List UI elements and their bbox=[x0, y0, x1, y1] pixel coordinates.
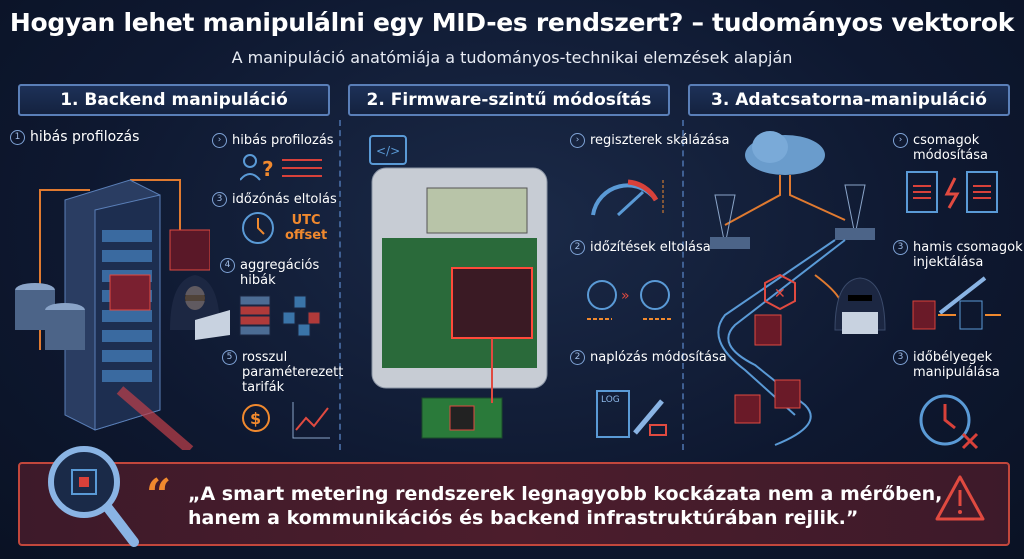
hacker-icon bbox=[834, 277, 886, 334]
item-packet-modification: ›csomagok módosítása bbox=[893, 133, 1024, 163]
quote-box bbox=[18, 462, 1010, 546]
tariff-chart-icon: $ bbox=[242, 402, 330, 439]
clock-icon bbox=[242, 212, 274, 244]
network-channel-illustration: ✕ bbox=[710, 131, 875, 446]
item-backend-profiling: ›hibás profilozás bbox=[212, 133, 334, 148]
smart-meter-illustration: </> bbox=[369, 135, 548, 439]
column-divider bbox=[682, 120, 684, 450]
svg-text:✕: ✕ bbox=[774, 286, 786, 302]
warning-icon bbox=[935, 475, 985, 521]
svg-text:$: $ bbox=[250, 409, 261, 428]
utc-offset-label: UTC offset bbox=[285, 213, 328, 243]
page-subtitle: A manipuláció anatómiája a tudományos-te… bbox=[231, 48, 793, 67]
blocks-icon bbox=[239, 295, 321, 337]
svg-text:</>: </> bbox=[376, 144, 400, 158]
svg-text:?: ? bbox=[262, 157, 274, 181]
section-heading-firmware: 2. Firmware-szintű módosítás bbox=[348, 84, 670, 116]
packet-modification-icon bbox=[906, 171, 998, 213]
pen-icon bbox=[633, 399, 667, 436]
quote-mark-icon: “ bbox=[146, 470, 172, 521]
item-register-scaling: ›regiszterek skálázása bbox=[570, 133, 729, 148]
section-heading-channel: 3. Adatcsatorna-manipuláció bbox=[688, 84, 1010, 116]
svg-text:»: » bbox=[621, 288, 630, 304]
log-file-icon: LOG bbox=[596, 390, 630, 438]
clock-tamper-icon bbox=[919, 394, 979, 450]
stopwatch-icon: » bbox=[587, 280, 671, 320]
magnifier-chip-icon bbox=[48, 446, 139, 547]
user-question-icon: ? bbox=[240, 154, 322, 181]
column-divider bbox=[339, 120, 341, 450]
server-rack-illustration bbox=[15, 179, 210, 450]
section-heading-backend: 1. Backend manipuláció bbox=[18, 84, 330, 116]
gauge-icon bbox=[591, 179, 664, 217]
hacker-icon bbox=[170, 275, 230, 340]
page-title: Hogyan lehet manipulálni egy MID-es rend… bbox=[9, 8, 1015, 37]
injection-icon bbox=[912, 276, 1001, 330]
quote-text: „A smart metering rendszerek legnagyobb … bbox=[188, 483, 943, 529]
